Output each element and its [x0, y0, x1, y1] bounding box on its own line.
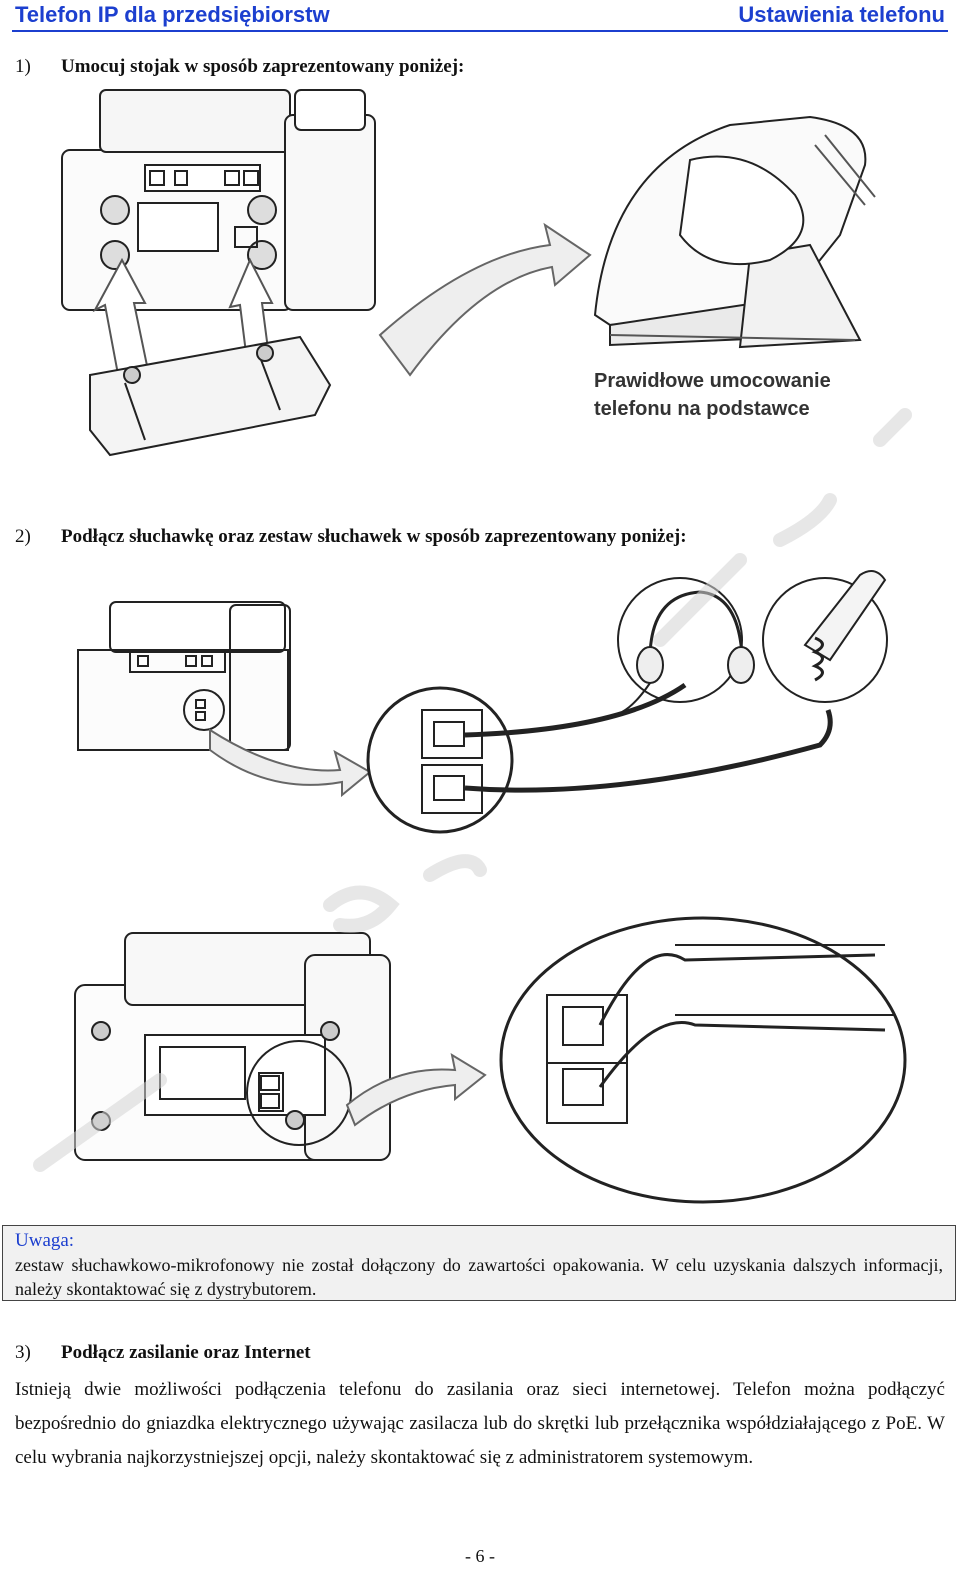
power-internet-paragraph: Istnieją dwie możliwości podłączenia tel…	[15, 1379, 945, 1468]
step-3: 3) Podłącz zasilanie oraz Internet	[15, 1342, 311, 1364]
figure1-caption-line1: Prawidłowe umocowanie	[594, 370, 831, 392]
step-1: 1) Umocuj stojak w sposób zaprezentowany …	[15, 56, 464, 78]
handset-connection-figure	[60, 560, 910, 890]
step-2-text: Podłącz słuchawkę oraz zestaw słuchawek …	[61, 526, 687, 547]
step-2: 2) Podłącz słuchawkę oraz zestaw słuchawe…	[15, 526, 687, 548]
step-3-number: 3)	[15, 1342, 31, 1363]
note-title: Uwaga:	[15, 1230, 75, 1251]
stand-mounting-figure: Prawidłowe umocowanie telefonu na podsta…	[50, 85, 930, 475]
page-number: - 6 -	[465, 1546, 495, 1566]
page-header: Telefon IP dla przedsiębiorstw Ustawieni…	[0, 0, 960, 32]
step-3-text: Podłącz zasilanie oraz Internet	[61, 1342, 311, 1363]
header-left-title: Telefon IP dla przedsiębiorstw	[15, 2, 330, 27]
header-divider	[12, 30, 948, 32]
header-right-title: Ustawienia telefonu	[738, 2, 945, 27]
rear-port-figure	[55, 915, 915, 1215]
step-2-number: 2)	[15, 526, 31, 547]
figure1-caption-line2: telefonu na podstawce	[594, 398, 810, 420]
step-1-number: 1)	[15, 56, 31, 77]
note-box: Uwaga: zestaw słuchawkowo-mikrofonowy ni…	[2, 1225, 956, 1301]
step-1-text: Umocuj stojak w sposób zaprezentowany po…	[61, 56, 465, 77]
note-text: zestaw słuchawkowo-mikrofonowy nie zosta…	[15, 1255, 943, 1299]
